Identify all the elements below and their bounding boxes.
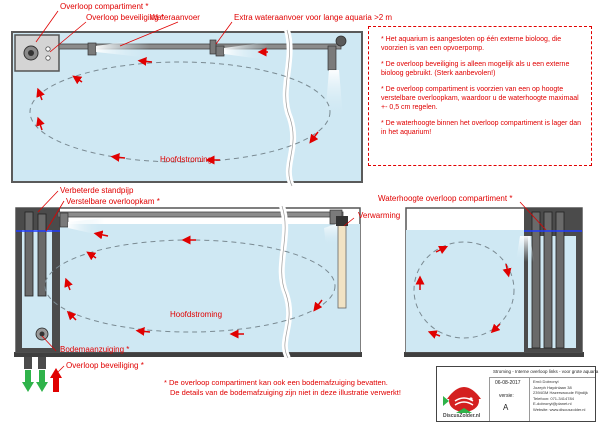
end-view-tank [404, 201, 584, 357]
version-label: versie: [499, 393, 514, 399]
label-adjustable-overflow: Verstelbare overloopkam * [66, 197, 160, 206]
address-line: E-dobronyi@planet.nl [533, 401, 572, 407]
top-view-tank [11, 10, 363, 188]
label-water-level-overflow: Waterhoogte overloop compartiment * [378, 194, 513, 203]
address-line: Telefoon: 071-3414784 [533, 395, 574, 401]
side-supply-pipe [57, 211, 344, 218]
contact-address: Ernö Dobronyi Jozeph Haydnlaan 38 2394GM… [533, 379, 588, 413]
label-water-inlet: Wateraanvoer [150, 13, 200, 22]
notes-box: * Het aquarium is aangesloten op één ext… [368, 26, 592, 166]
brand-name: DiscusZolder.nl [443, 413, 481, 419]
label-main-flow-side: Hoofdstroming [170, 310, 223, 319]
version-value: A [503, 403, 509, 412]
note-2: * De overloop beveiliging is alleen moge… [381, 61, 570, 77]
label-main-flow-top: Hoofdstroming [160, 155, 213, 164]
note-1: * Het aquarium is aangesloten op één ext… [381, 36, 562, 52]
note-4: * De waterhoogte binnen het overloop com… [381, 120, 582, 136]
title-block: DiscusZolder.nl Stroming - Interne overl… [436, 366, 599, 422]
drawing-date: 06-08-2017 [495, 380, 521, 386]
drawing-title: Stroming - Interne overloop links - voor… [493, 369, 599, 374]
label-extra-inlet: Extra wateraanvoer voor lange aquaria >2… [234, 13, 393, 22]
heater-icon [337, 223, 347, 309]
address-line: Website: www.discuszolder.nl [533, 406, 586, 412]
label-heating: Verwarming [358, 211, 401, 220]
top-supply-pipe [58, 43, 342, 50]
label-overflow-protection-side: Overloop beveiliging * [66, 361, 144, 370]
address-line: Ernö Dobronyi [533, 379, 559, 384]
label-overflow-protection-top: Overloop beveiliging * [86, 13, 164, 22]
label-bottom-suction: Bodemaanzuiging * [60, 345, 130, 354]
label-standpipe: Verbeterde standpijp [60, 186, 134, 195]
label-overflow-compartment-top: Overloop compartiment * [60, 2, 149, 11]
footer-note-line-2: De details van de bodemafzuiging zijn ni… [170, 388, 401, 397]
address-line: 2394GM Hazerswoude Rijndijk [533, 390, 588, 396]
address-line: Jozeph Haydnlaan 38 [533, 384, 572, 390]
footer-note: * De overloop compartiment kan ook een b… [164, 378, 401, 398]
discus-logo-icon [441, 371, 487, 419]
note-3: * De overloop compartiment is voorzien v… [381, 86, 579, 111]
side-view-tank [14, 190, 362, 392]
footer-note-line-1: * De overloop compartiment kan ook een b… [164, 378, 388, 387]
